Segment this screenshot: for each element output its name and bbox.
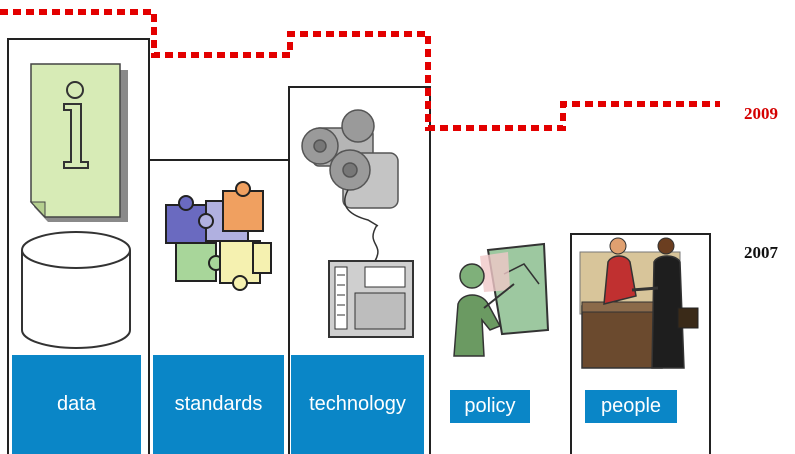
gears-icon	[301, 109, 399, 227]
puzzle-pieces-icon	[165, 181, 272, 291]
policy-label: policy	[450, 390, 530, 423]
people-label: people	[585, 390, 677, 423]
year-2009-label: 2009	[744, 104, 778, 123]
computer-chassis-icon	[328, 224, 414, 338]
database-cylinder-icon	[21, 231, 131, 349]
person-map-icon	[453, 242, 550, 357]
year-2007-label: 2007	[744, 243, 778, 262]
business-handshake-icon	[579, 237, 699, 369]
data-label: data	[12, 355, 141, 454]
info-document-icon	[29, 63, 128, 222]
technology-label: technology	[291, 355, 424, 454]
standards-label: standards	[153, 355, 284, 454]
